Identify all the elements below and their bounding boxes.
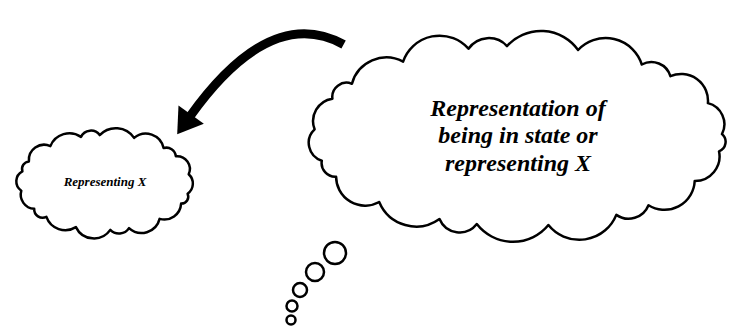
thought-bubble	[287, 301, 298, 312]
arrow-head	[177, 106, 204, 135]
cloud-text: Representing X	[62, 175, 148, 190]
cloud-shape	[16, 128, 193, 238]
cloud-text: Representation of being in state or repr…	[416, 95, 620, 178]
cloud-shape	[309, 31, 726, 242]
thought-bubble	[306, 263, 324, 281]
thought-cloud: Representation of being in state or repr…	[300, 32, 736, 240]
thought-bubble	[293, 283, 307, 297]
thought-bubble	[324, 242, 346, 264]
thought-cloud: Representing X	[10, 125, 200, 240]
thought-bubble	[287, 316, 296, 325]
